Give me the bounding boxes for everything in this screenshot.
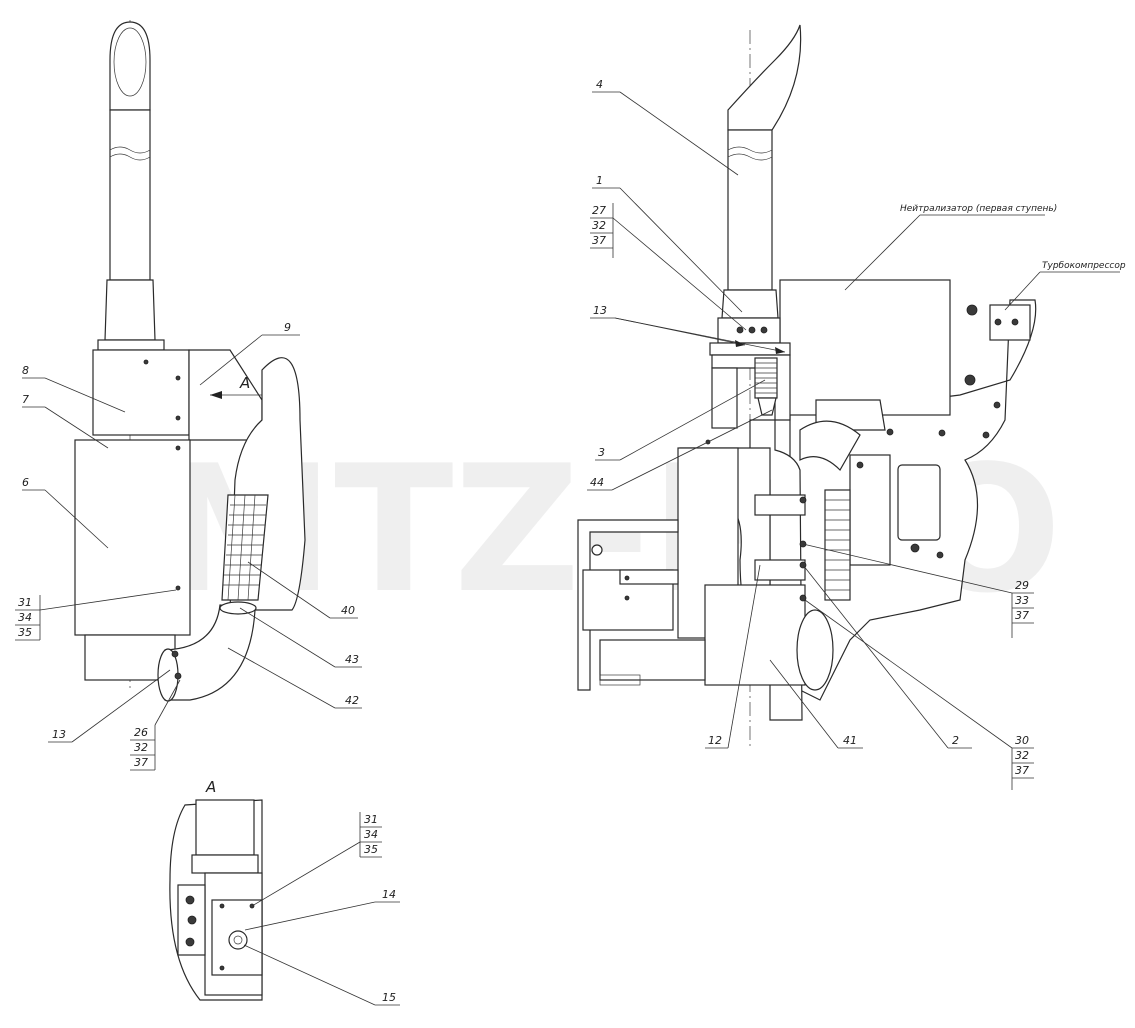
- label-turbo: Турбокомпрессор: [1042, 261, 1126, 271]
- callout-32-right-b: 32: [1015, 749, 1029, 762]
- air-hose-left: [221, 494, 269, 601]
- callout-34-detail: 34: [364, 828, 378, 841]
- callout-12: 12: [708, 734, 722, 747]
- callout-30: 30: [1015, 734, 1029, 747]
- callout-37-right-b: 37: [1015, 609, 1029, 622]
- callout-8: 8: [22, 364, 29, 377]
- callout-32-left: 32: [134, 741, 148, 754]
- callout-26: 26: [134, 726, 148, 739]
- callout-31-left: 31: [18, 596, 32, 609]
- tailpipe-right: [727, 129, 773, 291]
- callout-31-detail: 31: [364, 813, 378, 826]
- callout-42: 42: [345, 694, 359, 707]
- callout-41: 41: [843, 734, 857, 747]
- callout-13-left: 13: [52, 728, 66, 741]
- callout-2: 2: [952, 734, 959, 747]
- callout-27: 27: [592, 204, 606, 217]
- callout-34-left: 34: [18, 611, 32, 624]
- callout-4: 4: [596, 78, 603, 91]
- elbow-pipe-left: [164, 604, 256, 701]
- label-catalyst: Нейтрализатор (первая ступень): [900, 204, 1057, 214]
- tailpipe-left: [109, 109, 151, 281]
- callout-15: 15: [382, 991, 396, 1004]
- callout-29: 29: [1015, 579, 1029, 592]
- callout-44: 44: [590, 476, 604, 489]
- detail-title-a: A: [205, 778, 216, 796]
- bellows-right: [754, 357, 778, 399]
- pipe-cap-right: [727, 24, 802, 131]
- right-view: 4 1 27 32 37 13 3 44 Нейтрализатор (перв…: [577, 24, 1126, 790]
- oil-filter: [897, 464, 941, 541]
- callout-37-right-c: 37: [1015, 764, 1029, 777]
- callout-1: 1: [596, 174, 603, 187]
- left-view: A 9 8 7 6 31 34 35 40 43 42 13 26 32 37: [15, 20, 362, 771]
- callout-40: 40: [341, 604, 355, 617]
- frame-right: [577, 519, 679, 691]
- muffler-lower-left: [74, 439, 191, 636]
- detail-view-a: A 31 34 35 14 15: [169, 778, 400, 1006]
- callout-7: 7: [22, 393, 29, 406]
- callout-32-right-a: 32: [592, 219, 606, 232]
- view-arrow-a: A: [239, 374, 250, 392]
- callout-6: 6: [22, 476, 29, 489]
- callout-35-detail: 35: [364, 843, 378, 856]
- callout-3: 3: [598, 446, 605, 459]
- callout-43: 43: [345, 653, 359, 666]
- callout-35-left: 35: [18, 626, 32, 639]
- pipe-cap-left: [109, 21, 151, 111]
- callout-37-left: 37: [134, 756, 148, 769]
- muffler-lower-right: [704, 584, 806, 686]
- callout-33: 33: [1015, 594, 1029, 607]
- callout-14: 14: [382, 888, 396, 901]
- air-hose-right: [824, 489, 851, 601]
- callout-9: 9: [284, 321, 291, 334]
- muffler-upper-left: [92, 349, 190, 436]
- callout-37-right-a: 37: [592, 234, 606, 247]
- catalyst-box: [779, 279, 951, 416]
- callout-13-right: 13: [593, 304, 607, 317]
